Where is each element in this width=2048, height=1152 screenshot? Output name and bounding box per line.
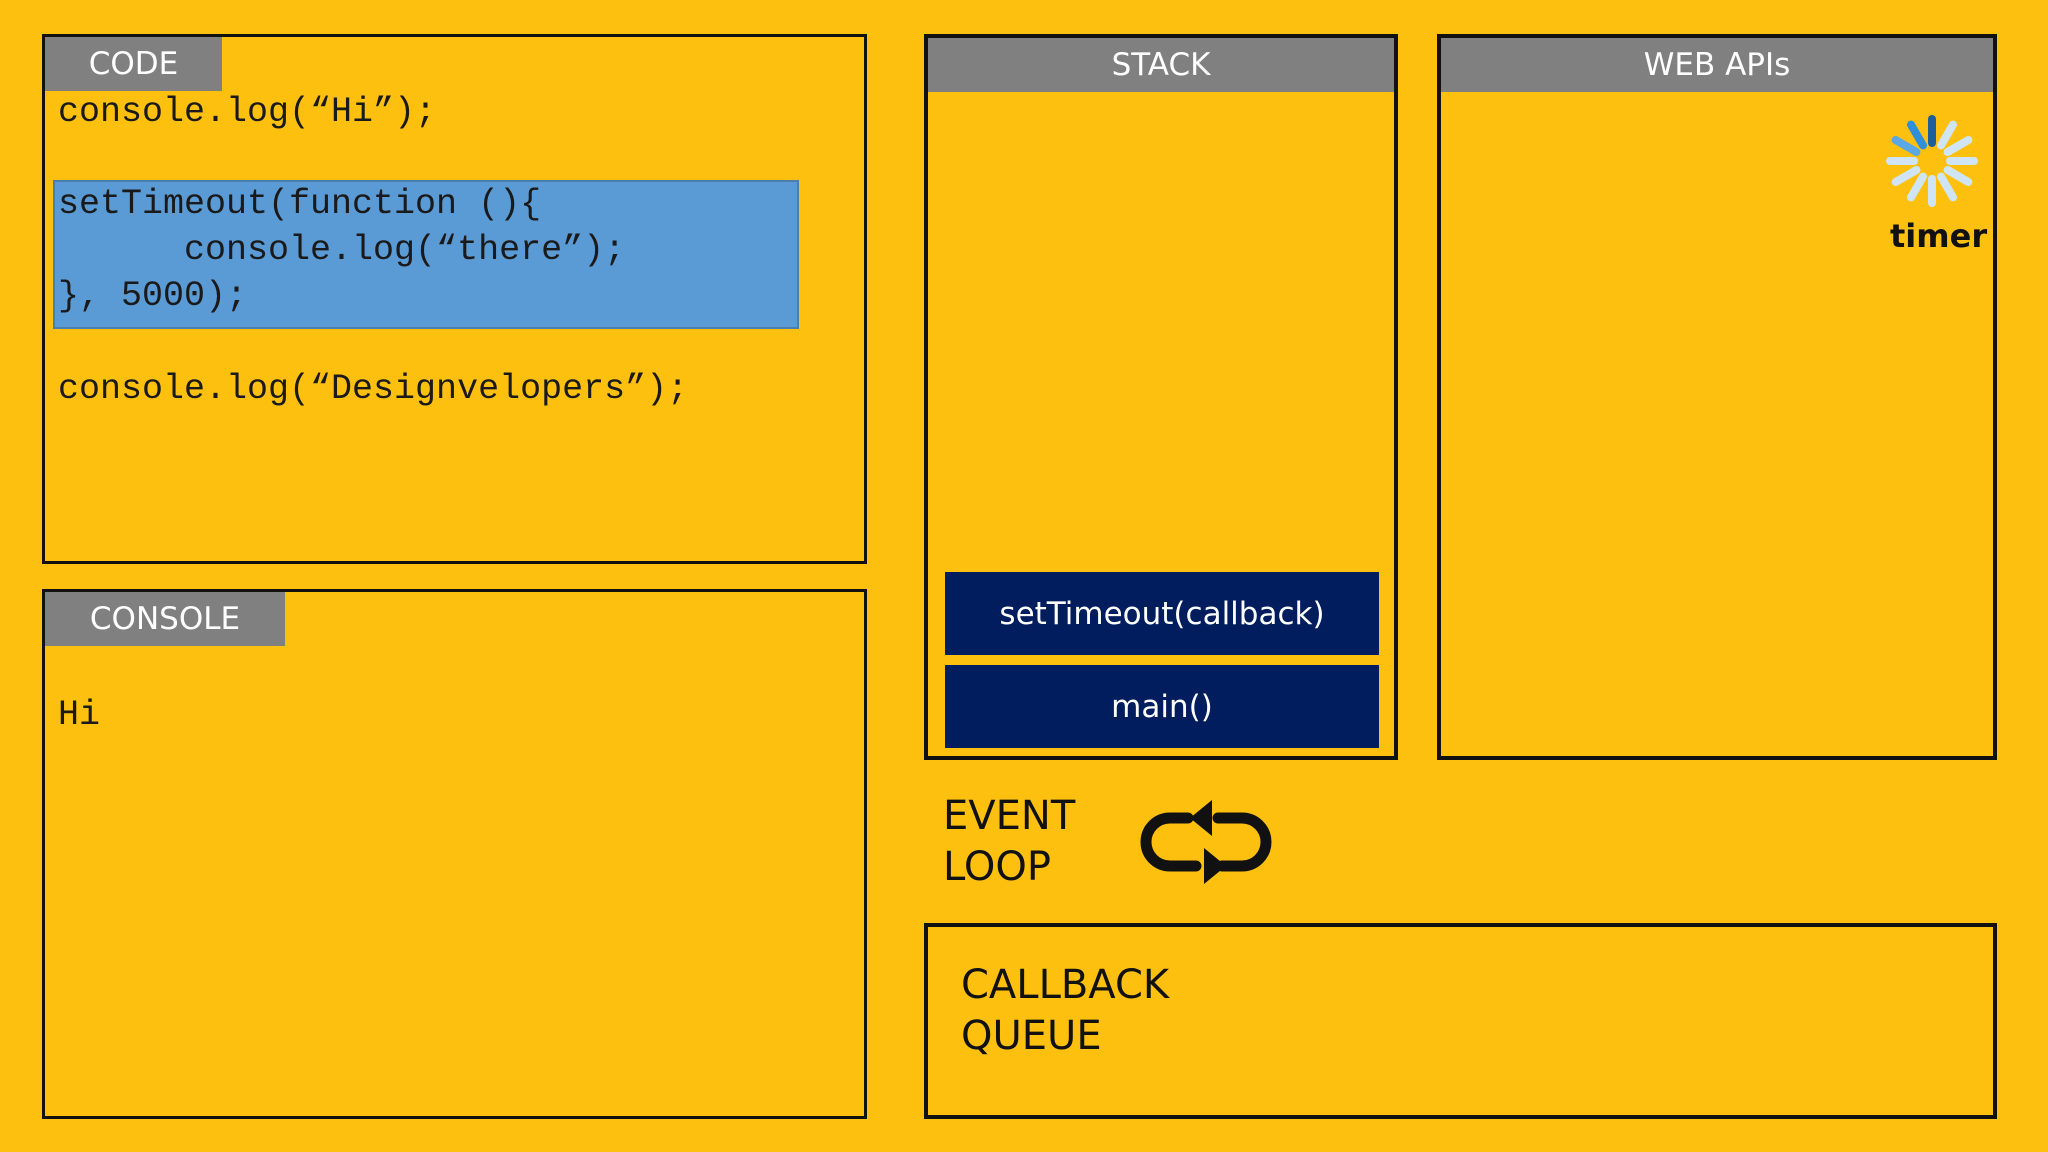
spinner-spoke (1937, 120, 1957, 150)
stack-frame-main: main() (945, 665, 1379, 748)
code-panel (42, 34, 867, 564)
spinner-spoke (1891, 136, 1921, 156)
loop-arrows-icon (1140, 800, 1272, 884)
code-line-5: console.log(“Designvelopers”); (58, 369, 689, 409)
callback-queue-label: CALLBACK QUEUE (961, 962, 1170, 1060)
code-line-1: console.log(“Hi”); (58, 92, 437, 132)
timer-label: timer (1890, 217, 1988, 255)
console-output-line: Hi (58, 695, 101, 735)
console-panel (42, 589, 867, 1119)
stack-panel (924, 34, 1398, 760)
web-apis-panel-title: WEB APIs (1441, 38, 1993, 92)
web-apis-panel (1437, 34, 1997, 760)
highlighted-code-block (53, 180, 799, 329)
spinner-spoke (1943, 136, 1973, 156)
spinner-spoke (1937, 172, 1957, 202)
stack-frame-settimeout: setTimeout(callback) (945, 572, 1379, 655)
spinner-icon (1886, 115, 1978, 207)
callback-queue-panel (924, 923, 1997, 1119)
stack-panel-title: STACK (928, 38, 1394, 92)
console-panel-title: CONSOLE (45, 592, 285, 646)
spinner-spoke (1907, 120, 1927, 150)
code-line-4: }, 5000); (58, 276, 248, 316)
code-panel-title: CODE (45, 37, 222, 91)
spinner-spoke (1891, 166, 1921, 186)
spinner-spoke (1943, 166, 1973, 186)
code-line-3: console.log(“there”); (58, 230, 626, 270)
event-loop-label: EVENT LOOP (943, 793, 1076, 891)
spinner-spoke (1907, 172, 1927, 202)
code-line-2: setTimeout(function (){ (58, 184, 542, 224)
